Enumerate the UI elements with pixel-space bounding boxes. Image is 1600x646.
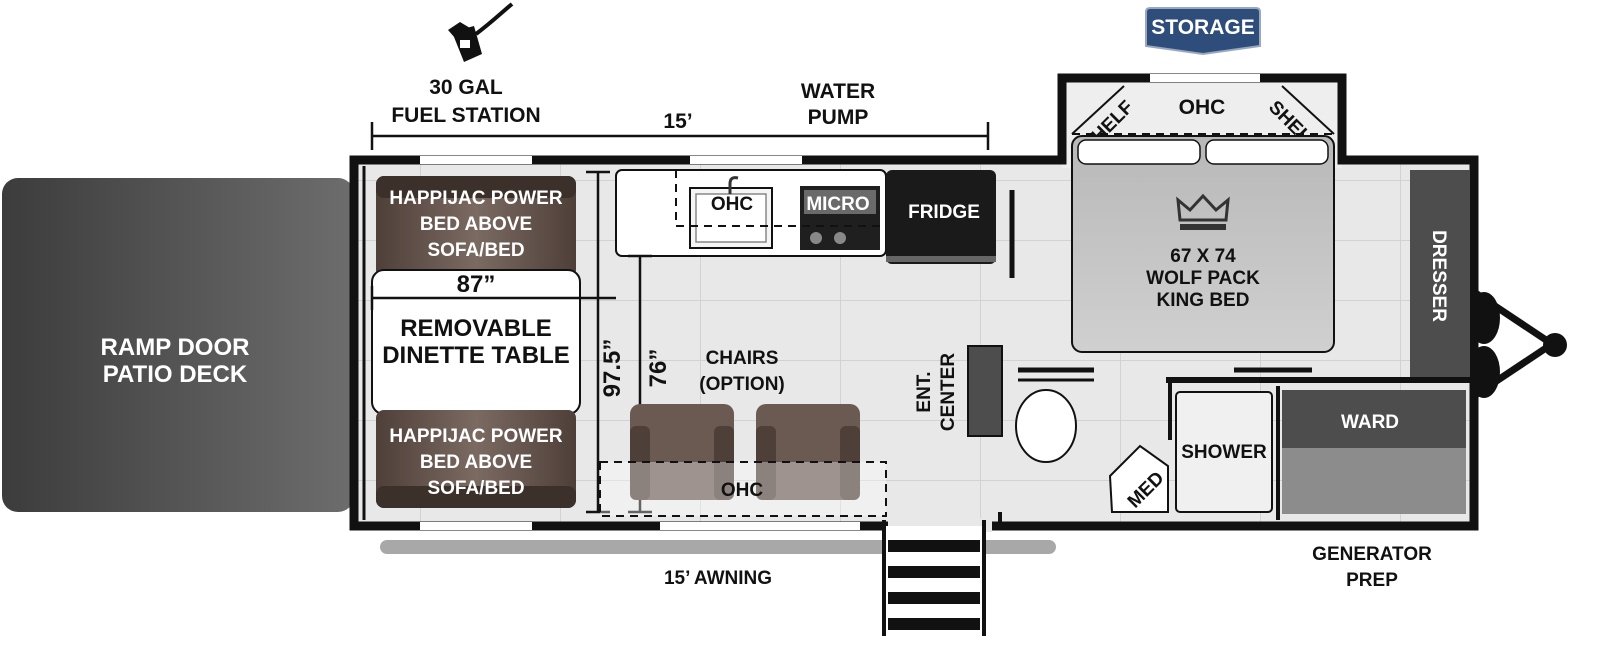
bed-label-line1: 67 X 74 xyxy=(1170,246,1236,267)
chairs-label-line1: CHAIRS xyxy=(706,348,779,369)
sofa-bed-bottom xyxy=(376,410,576,508)
fuel-label-line2: FUEL STATION xyxy=(391,104,540,127)
chairs-label-line2: (OPTION) xyxy=(699,374,785,395)
dresser-label: DRESSER xyxy=(1428,230,1449,322)
table-width-label: 87” xyxy=(457,271,496,298)
dimension-76-label: 76” xyxy=(645,349,672,388)
ent-label-line1: ENT. xyxy=(914,371,935,412)
window-bottom-1 xyxy=(420,522,532,530)
king-bed xyxy=(1071,135,1335,353)
sofa-bottom-label-line1: HAPPIJAC POWER xyxy=(389,426,562,447)
table-label-line2: DINETTE TABLE xyxy=(382,342,570,369)
sofa-top-label-line3: SOFA/BED xyxy=(427,240,524,261)
storage-tag xyxy=(1145,7,1261,56)
fridge-label: FRIDGE xyxy=(908,202,980,223)
dimension-975-label: 97.5” xyxy=(599,339,626,398)
window-front xyxy=(1150,74,1260,82)
ent-label-line2: CENTER xyxy=(938,353,959,431)
kitchen-ohc-label: OHC xyxy=(711,194,754,215)
storage-label: STORAGE xyxy=(1151,16,1254,39)
ramp-label-line1: RAMP DOOR xyxy=(101,334,250,361)
chairs-ohc-label: OHC xyxy=(721,480,764,501)
ramp-label-line2: PATIO DECK xyxy=(103,361,248,388)
entry-steps xyxy=(882,520,986,636)
medicine-cabinet xyxy=(1108,444,1169,513)
generator-prep-area xyxy=(1282,448,1466,514)
chair-left xyxy=(630,404,734,500)
fridge xyxy=(886,170,996,264)
sofa-bottom-label-line2: BED ABOVE xyxy=(420,452,532,473)
shower xyxy=(1175,391,1273,513)
ward-label: WARD xyxy=(1341,412,1399,433)
water-pump-label-line1: WATER xyxy=(801,80,875,103)
ramp-door xyxy=(2,178,354,512)
dimension-length-label: 15’ xyxy=(663,110,692,133)
dimension-line-length xyxy=(370,122,990,150)
sofa-bottom-label-line3: SOFA/BED xyxy=(427,478,524,499)
window-bottom-2 xyxy=(660,522,860,530)
generator-label-line1: GENERATOR xyxy=(1312,544,1432,565)
water-pump-label-line2: PUMP xyxy=(808,106,869,129)
table-label-line1: REMOVABLE xyxy=(400,315,552,342)
entertainment-center xyxy=(967,345,1003,437)
crown-icon xyxy=(1176,193,1230,230)
kitchen-counter xyxy=(615,169,887,257)
fuel-pump-icon xyxy=(448,2,514,62)
chairs-ohc-outline xyxy=(599,461,887,517)
toilet xyxy=(1015,389,1077,463)
generator-label-line2: PREP xyxy=(1346,570,1398,591)
bed-label-line3: KING BED xyxy=(1157,290,1250,311)
awning-label: 15’ AWNING xyxy=(664,568,772,589)
sofa-top-label-line1: HAPPIJAC POWER xyxy=(389,188,562,209)
front-overhead-cabinet xyxy=(1071,85,1335,135)
hitch xyxy=(1468,285,1567,403)
chair-right xyxy=(756,404,860,500)
sofa-bed-top xyxy=(376,176,576,278)
dresser xyxy=(1410,170,1470,382)
shower-label: SHOWER xyxy=(1181,442,1267,463)
wardrobe xyxy=(1282,390,1466,448)
sofa-top-label-line2: BED ABOVE xyxy=(420,214,532,235)
window-top-1 xyxy=(420,156,532,164)
fuel-label-line1: 30 GAL xyxy=(429,76,503,99)
front-ohc-label: OHC xyxy=(1179,96,1226,119)
window-top-2 xyxy=(690,156,802,164)
bed-label-line2: WOLF PACK xyxy=(1146,268,1260,289)
micro-label: MICRO xyxy=(806,194,869,215)
